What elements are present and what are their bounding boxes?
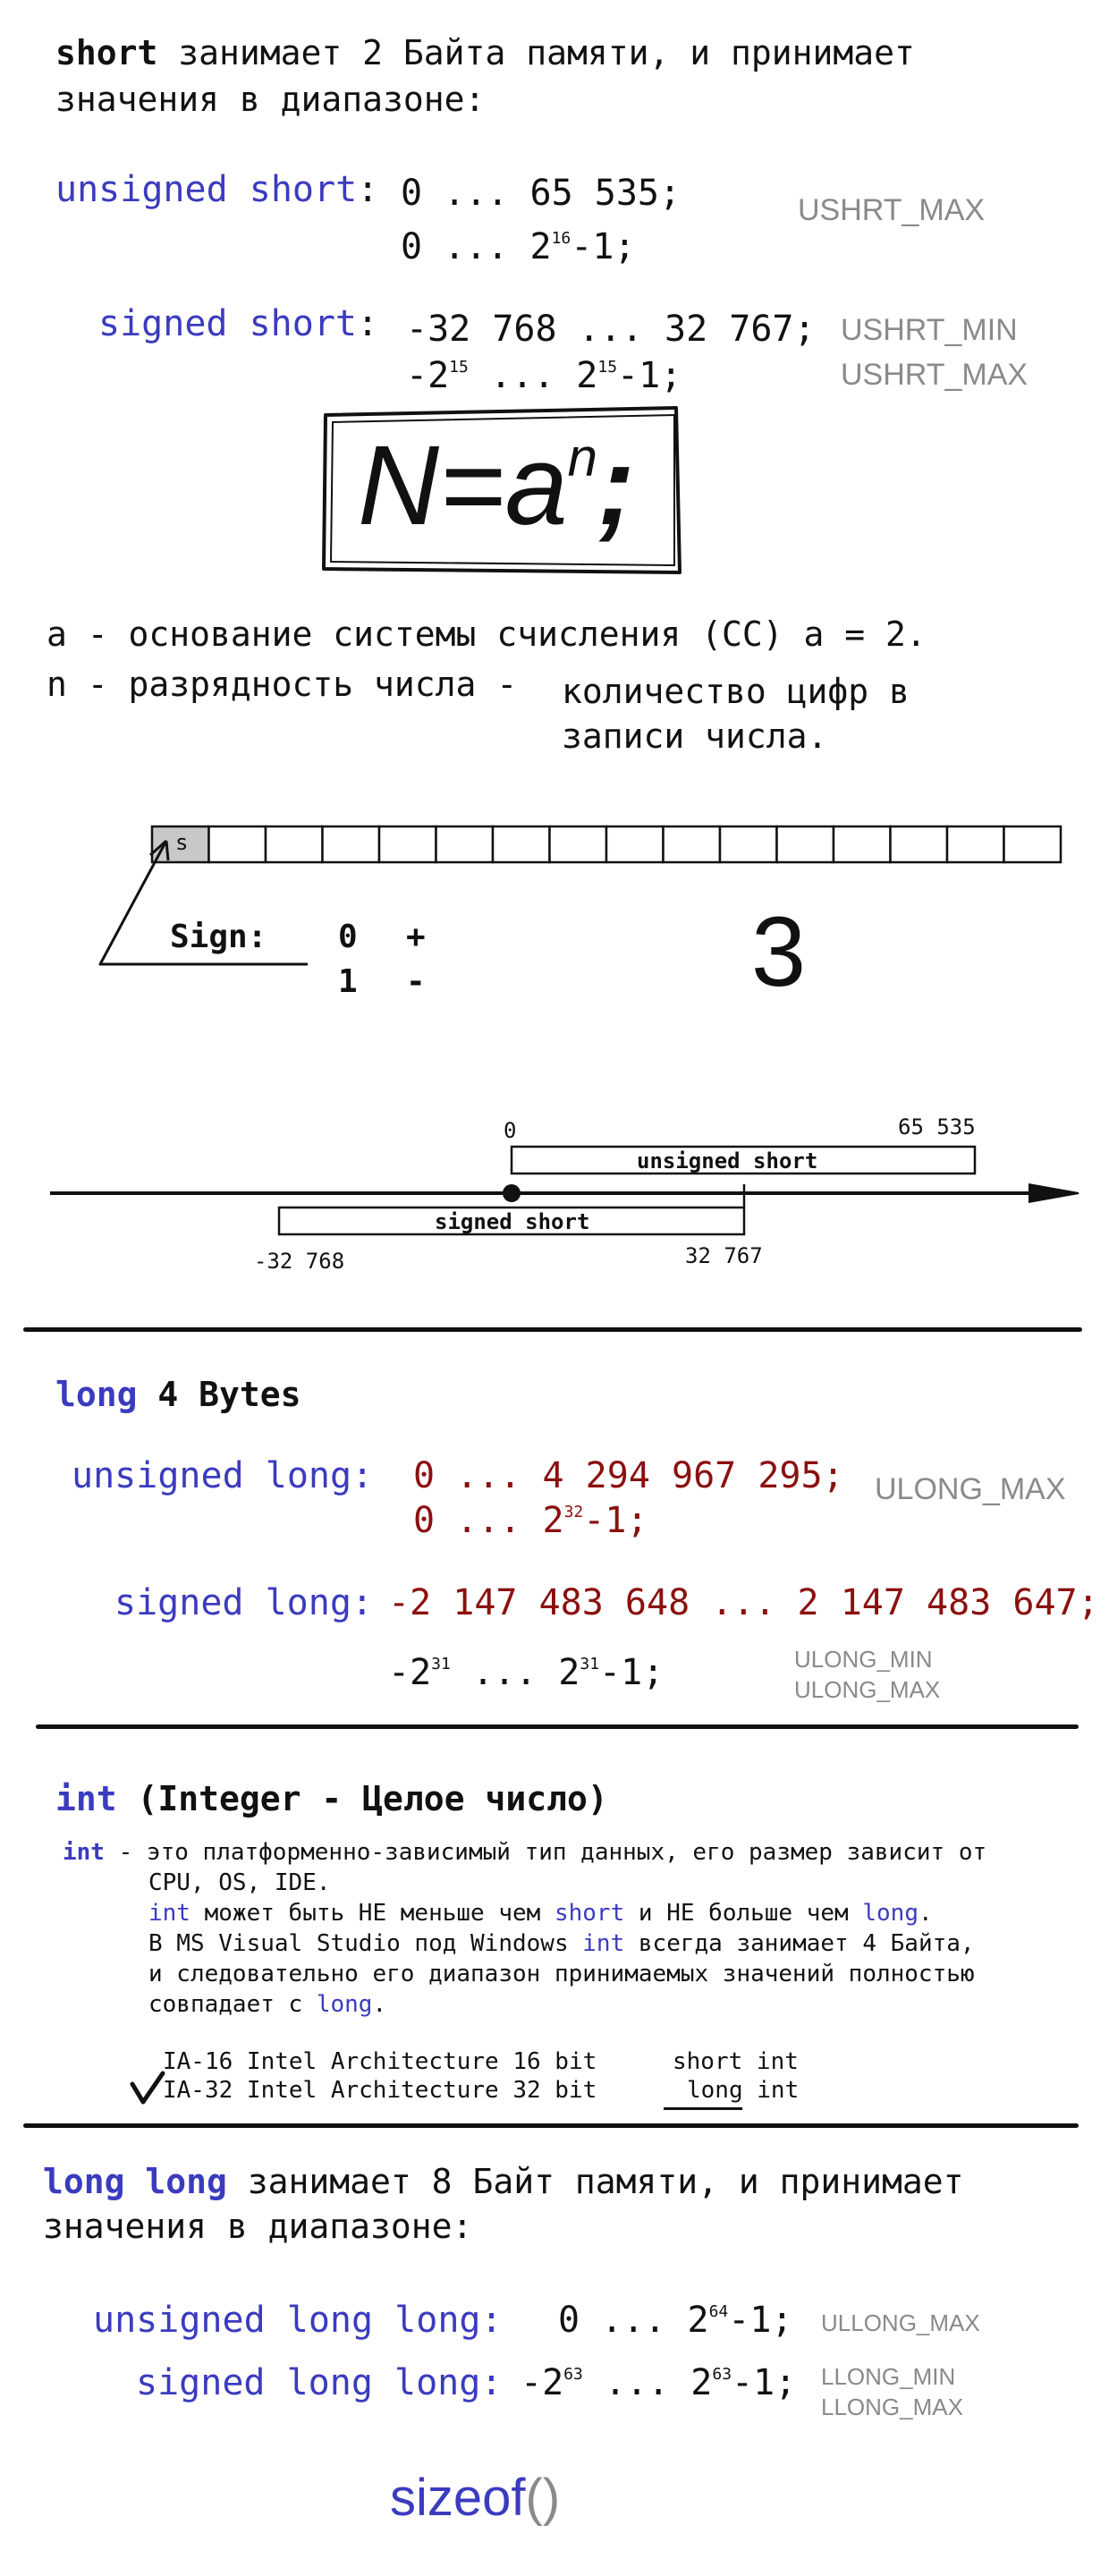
short-keyword: short [55,33,158,72]
number-line [50,1145,1079,1236]
bit-cell [889,825,949,864]
sign-label: Sign: [170,919,267,955]
signed-long-range: -2 147 483 648 ... 2 147 483 647; [388,1582,1099,1623]
label-unsigned-max: 65 535 [898,1114,976,1140]
ulong-min-constant: ULONG_MIN [794,1646,933,1673]
signed-long-long-label: signed long long: [136,2362,503,2403]
sign-one: 1 [338,963,358,1000]
bit-cell [321,825,381,864]
unsigned-short-range: 0 ... 65 535; [401,173,681,214]
ushrt-max-constant-2: USHRT_MAX [841,358,1029,392]
formula-box [322,406,681,574]
axis-arrowhead [1028,1183,1079,1203]
ushrt-max-constant: USHRT_MAX [798,193,986,227]
int-description-line-6: совпадает с long. [148,1991,387,2018]
definition-n-desc-1: количество цифр в [562,672,910,711]
bit-cell [264,825,324,864]
int-description-line-5: и следовательно его диапазон принимаемых… [148,1961,975,1987]
long-long-intro-line-1: long long занимает 8 Байт памяти, и прин… [43,2162,964,2201]
signed-short-box [277,1206,746,1236]
bit-cell [491,825,551,864]
short-intro-line-2: значения в диапазоне: [55,80,486,119]
bit-cell [377,825,437,864]
sign-pointer-line [98,840,308,966]
signed-long-long-power: -263 ... 263-1; [521,2362,797,2403]
bit-diagram [98,825,1062,966]
label-zero: 0 [504,1118,517,1143]
sizeof-operator: sizeof() [390,2469,561,2527]
long-title: long 4 Bytes [55,1375,301,1414]
definition-a: a - основание системы счисления (СС) a =… [47,614,927,654]
llong-max-constant: LLONG_MAX [821,2394,963,2420]
long-underline [664,2107,742,2110]
definition-n-desc-2: записи числа. [562,716,828,756]
ulong-max-constant: ULONG_MAX [875,1472,1066,1506]
bit-cells [150,825,1062,864]
ullong-max-constant: ULLONG_MAX [821,2309,980,2336]
int-description-line-4: В MS Visual Studio под Windows int всегд… [148,1930,975,1957]
handwritten-digit: 3 [751,897,807,1007]
signed-short-box-label: signed short [435,1209,590,1234]
bit-cell [435,825,495,864]
int-title: int (Integer - Целое число) [55,1779,608,1818]
signed-long-power: -231 ... 231-1; [388,1652,665,1693]
signed-long-label: signed long: [114,1582,373,1623]
sign-plus: + [406,919,426,955]
unsigned-long-long-power: 0 ... 264-1; [558,2300,793,2341]
bit-cell [662,825,722,864]
signed-short-range: -32 768 ... 32 767; [406,309,816,350]
sign-minus: - [406,963,426,1000]
llong-min-constant: LLONG_MIN [821,2363,956,2390]
divider-3 [23,2123,1079,2128]
arch-ia16: IA-16 Intel Architecture 16 bit [163,2048,597,2075]
formula-text: N=an; [358,422,635,548]
unsigned-long-label: unsigned long: [72,1455,374,1496]
checkmark-icon [130,2071,165,2105]
ulong-max-constant-2: ULONG_MAX [794,1676,941,1703]
zero-point [503,1184,521,1202]
bit-cell [1003,825,1062,864]
signed-short-power: -215 ... 215-1; [406,355,682,396]
ushrt-min-constant: USHRT_MIN [841,313,1018,347]
sign-zero: 0 [338,919,358,955]
unsigned-short-label: unsigned short: [55,169,379,210]
unsigned-short-power: 0 ... 216-1; [401,226,636,267]
unsigned-short-box [510,1145,977,1175]
label-signed-max: 32 767 [685,1243,763,1268]
sign-pointer-arrowhead [149,839,170,861]
bit-cell [775,825,835,864]
int-description-line-2: CPU, OS, IDE. [148,1869,331,1896]
bit-cell [945,825,1005,864]
divider-1 [23,1327,1082,1332]
arch-ia16-type: short int [673,2048,799,2075]
int-description-line-1: int - это платформенно-зависимый тип дан… [63,1839,987,1866]
unsigned-short-box-label: unsigned short [637,1148,818,1174]
unsigned-long-power: 0 ... 232-1; [413,1500,648,1541]
divider-2 [36,1724,1079,1729]
bit-cell [718,825,778,864]
short-intro-line-1: short занимает 2 Байта памяти, и принима… [55,36,915,70]
label-signed-min: -32 768 [254,1249,345,1274]
unsigned-long-range: 0 ... 4 294 967 295; [413,1455,844,1496]
bit-cell [605,825,665,864]
bit-cell [832,825,892,864]
bit-cell [207,825,267,864]
unsigned-long-long-label: unsigned long long: [93,2300,503,2341]
short-intro-text: занимает 2 Байта памяти, и принимает [157,33,915,72]
int-description-line-3: int может быть НЕ меньше чем short и НЕ … [148,1900,933,1927]
bit-cell [548,825,608,864]
arch-ia32-type: long int [687,2077,800,2104]
arch-ia32: IA-32 Intel Architecture 32 bit [163,2077,597,2104]
definition-n: n - разрядность числа - [47,665,518,704]
long-long-intro-line-2: значения в диапазоне: [43,2207,473,2246]
signed-short-label: signed short: [98,303,379,344]
sign-cell-label: s [175,830,189,855]
